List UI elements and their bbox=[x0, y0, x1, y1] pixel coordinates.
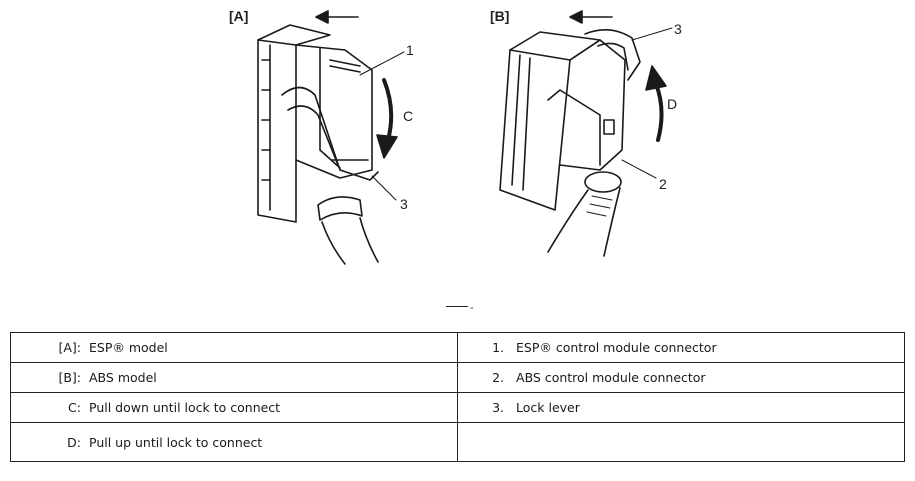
callout-letter-c: C bbox=[403, 108, 414, 124]
legend-cell-right bbox=[457, 422, 905, 462]
legend-key: D: bbox=[67, 434, 81, 450]
legend-text: Lock lever bbox=[516, 400, 580, 415]
callout-3-a: 3 bbox=[400, 196, 408, 212]
separator-dash: - bbox=[470, 303, 474, 314]
panel-a-label: [A] bbox=[229, 8, 249, 24]
panel-b-drawing bbox=[499, 10, 673, 257]
connector-illustration: [A] [B] 1 C 3 3 D 2 bbox=[229, 8, 682, 265]
legend-row: C: Pull down until lock to connect 3. Lock… bbox=[9, 392, 905, 423]
legend-text: ESP® model bbox=[89, 340, 168, 355]
connector-drawing bbox=[257, 10, 673, 265]
callout-3-b: 3 bbox=[674, 21, 682, 37]
legend-key: [B]: bbox=[58, 370, 81, 385]
legend-text: Pull down until lock to connect bbox=[89, 400, 281, 415]
legend-text: ABS model bbox=[89, 370, 157, 385]
legend-text: Pull up until lock to connect bbox=[89, 434, 263, 450]
panel-a-drawing bbox=[257, 10, 405, 265]
callout-1-a: 1 bbox=[406, 42, 414, 58]
panel-b-label: [B] bbox=[490, 8, 510, 24]
legend-row: D: Pull up until lock to connect bbox=[9, 422, 905, 462]
legend-table: [A]: ESP® model 1. ESP® control module con… bbox=[9, 332, 905, 462]
callout-letter-d: D bbox=[667, 96, 678, 112]
legend-row: [A]: ESP® model 1. ESP® control module con… bbox=[9, 332, 905, 363]
callout-2-b: 2 bbox=[659, 176, 667, 192]
legend-key: 1. bbox=[492, 340, 505, 355]
legend-text: ABS control module connector bbox=[516, 370, 706, 385]
legend-key: [A]: bbox=[58, 340, 81, 355]
legend-key: 3. bbox=[492, 400, 505, 415]
legend-cell-right: 2. ABS control module connector bbox=[457, 362, 905, 393]
legend-cell-left: [A]: ESP® model bbox=[9, 332, 459, 363]
legend-text: ESP® control module connector bbox=[516, 340, 717, 355]
legend-cell-left: C: Pull down until lock to connect bbox=[9, 392, 459, 423]
legend-key: 2. bbox=[492, 370, 505, 385]
legend-cell-right: 3. Lock lever bbox=[457, 392, 905, 423]
legend-row: [B]: ABS model 2. ABS control module conne… bbox=[9, 362, 905, 393]
legend-cell-left: [B]: ABS model bbox=[9, 362, 459, 393]
legend-cell-right: 1. ESP® control module connector bbox=[457, 332, 905, 363]
legend-key: C: bbox=[68, 400, 81, 415]
separator-line bbox=[446, 306, 468, 307]
legend-cell-left: D: Pull up until lock to connect bbox=[9, 422, 459, 462]
